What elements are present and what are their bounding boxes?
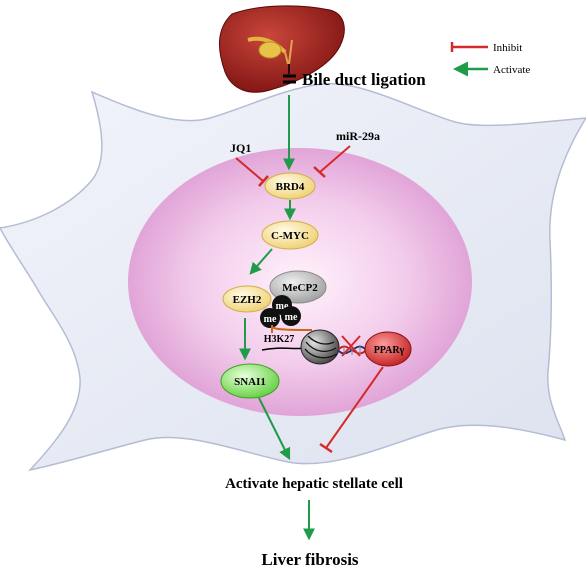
snai1-label: SNAI1 <box>234 376 266 388</box>
activate-hsc-label: Activate hepatic stellate cell <box>225 476 403 492</box>
methyl-label-3: me <box>285 312 298 323</box>
inhibit-mir29a-brd4 <box>319 145 351 173</box>
liver-fibrosis-label: Liver fibrosis <box>261 550 359 569</box>
mecp2-node <box>269 270 327 304</box>
jq1-label: JQ1 <box>230 141 251 155</box>
brd4-label: BRD4 <box>276 181 305 193</box>
ezh2-label: EZH2 <box>233 294 262 306</box>
methyl-group-2 <box>260 308 280 328</box>
histone-nucleosome <box>300 329 340 365</box>
inhibit-jq1-brd4 <box>235 157 264 182</box>
bile-duct-ligation-label: Bile duct ligation <box>302 70 426 89</box>
histone-tail <box>271 326 313 331</box>
mir29a-label: miR-29a <box>336 129 380 143</box>
arrow-snai1-hsc <box>258 397 291 461</box>
legend-inhibit-label: Inhibit <box>493 42 522 54</box>
inhibit-ppar-hsc <box>325 366 384 449</box>
liver-icon <box>218 5 345 93</box>
methyl-label-1: me <box>276 301 289 312</box>
cmyc-node <box>261 220 319 250</box>
ezh2-node <box>222 285 272 313</box>
brd4-node <box>264 172 316 200</box>
legend-activate-label: Activate <box>493 64 530 76</box>
arrow-cmyc-ezh2 <box>249 248 273 275</box>
ppar-label: PPARγ <box>374 345 405 356</box>
snai1-node <box>220 363 280 399</box>
mecp2-label: MeCP2 <box>282 282 318 294</box>
methyl-label-2: me <box>264 314 277 325</box>
cmyc-label: C-MYC <box>271 230 309 242</box>
methyl-group-3 <box>281 306 301 326</box>
h3k27-label: H3K27 <box>264 334 295 345</box>
ppar-node <box>364 331 412 367</box>
